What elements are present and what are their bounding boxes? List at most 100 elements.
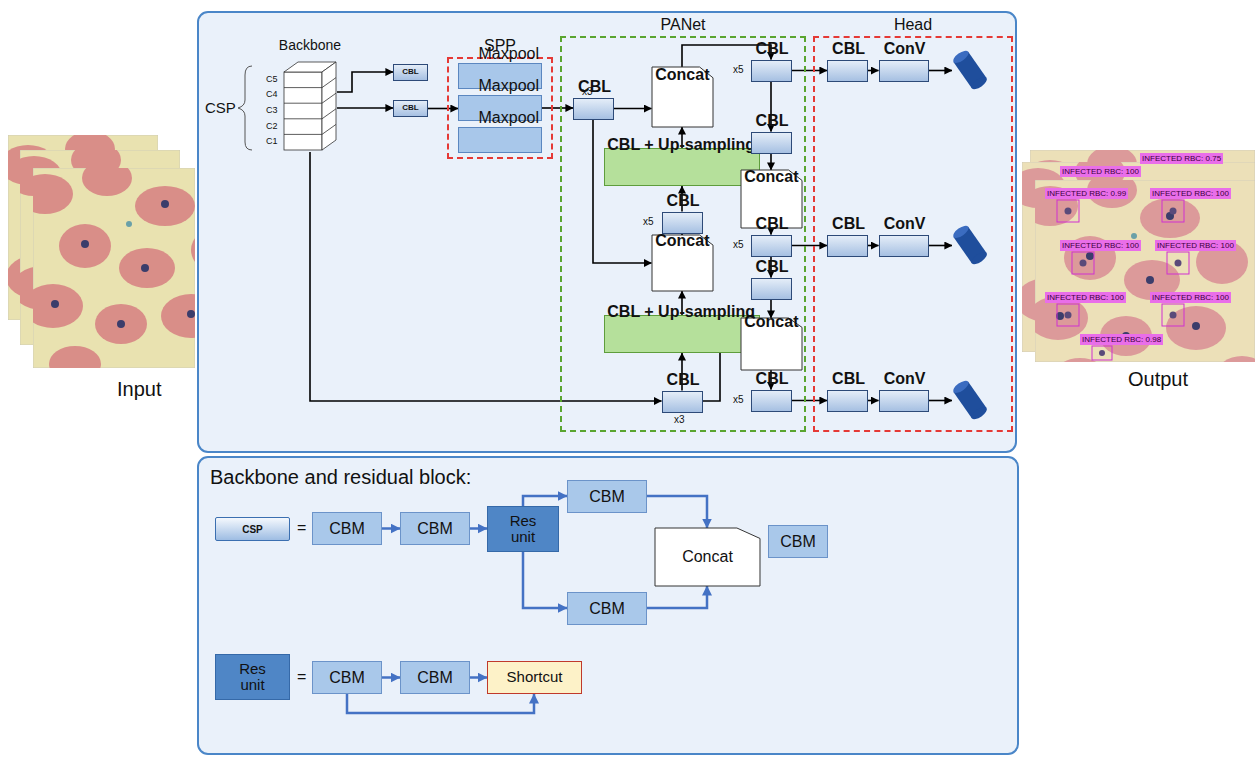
layer-label: C3 [266,106,278,116]
arrow-connector [792,245,828,247]
repeat-count: x3 [674,414,685,425]
node-text: Res unit [239,661,266,694]
layer-label: C2 [266,122,278,132]
node-text: CBL [402,104,418,113]
cbm-block: CBM [567,480,647,513]
cbm-block: CBM [567,592,647,625]
csp-bracket [238,66,252,150]
cbm-block: CBM [312,512,382,545]
detection-label: INFECTED RBC: 0.98 [1080,334,1163,345]
conv-block: ConV [879,390,929,412]
detection-label: INFECTED RBC: 100 [1060,240,1141,251]
arrow-connector [347,694,534,713]
detection-label: INFECTED RBC: 100 [1150,292,1231,303]
repeat-count: x5 [733,64,744,75]
bottom-panel [198,457,1018,754]
res-unit-block: Res unit [215,654,290,700]
equals-sign: = [297,668,306,686]
blood-cells [33,168,195,368]
cbm-block: CBM [400,661,470,694]
head-region: HeadCBLConVCBLConVCBLConV [813,36,1013,432]
detection-label: INFECTED RBC: 0.99 [1045,188,1128,199]
detection-label: INFECTED RBC: 100 [1150,188,1231,199]
concat-block: Concat [741,318,802,370]
repeat-count: x5 [733,239,744,250]
concat-block: Concat [652,235,713,291]
detection-label: INFECTED RBC: 100 [1045,292,1126,303]
arrow-connector [792,400,828,402]
node-text: CBM [589,488,625,506]
node-text: Concat [744,313,798,331]
arrow-connector [523,552,567,608]
node-text: Concat [655,232,709,250]
res-unit-block: Res unit [487,506,559,552]
node-text: CBL [756,215,789,233]
parasite-dots [1065,208,1182,357]
arrow-connector [337,72,393,92]
node-text: Concat [655,66,709,84]
arrow-connector [428,108,458,110]
cbl-block: CBL [393,64,428,81]
node-text: ConV [884,40,926,58]
arrow-connector [310,152,662,401]
node-text: CBL [832,370,865,388]
cbl-block: CBL [827,235,868,257]
cbl-block: CBL [751,235,792,257]
node-text: Maxpool [479,77,539,95]
arrow-connector [647,586,707,608]
cbm-block: CBM [400,512,470,545]
node-text: PANet [660,16,705,34]
repeat-count: x5 [643,216,654,227]
node-text: CBL + Up-sampling [607,136,755,154]
node-text: CBM [329,669,365,687]
node-text: Concat [682,548,733,566]
concat-block: Concat [655,528,760,586]
cbl-block: CBL [662,212,703,234]
arrow-connector [868,400,879,402]
cbl-block: CBL [662,391,703,413]
output-arrows [928,71,952,401]
bracket-label: CSP [205,100,236,117]
node-text: CBL [756,258,789,276]
node-text: Head [894,16,932,34]
node-text: CBL [667,192,700,210]
node-text: CBL + Up-sampling [607,303,755,321]
arrow-connector [523,496,567,506]
repeat-count: x5 [733,394,744,405]
node-text: CBM [417,669,453,687]
node-text: CBL [756,370,789,388]
arrow-connector [647,496,707,528]
node-text: ConV [884,370,926,388]
node-text: Backbone [279,38,341,53]
detection-label: INFECTED RBC: 0.75 [1140,153,1223,164]
cbl-block: CBL [827,390,868,412]
layer-label: C5 [266,75,278,85]
image-caption: Output [1128,368,1188,390]
node-text: CBL [832,40,865,58]
panet-region: PANetCBLConcatCBL + Up-samplingCBLConcat… [560,36,806,432]
node-text: ConV [884,215,926,233]
cbl-block: CBL [393,100,428,117]
concat-block: Concat [652,67,713,127]
arrow-connector [770,154,772,171]
arrow-connector [792,70,828,72]
arrow-connector [542,107,573,109]
arrow-connector [337,107,393,109]
arrow-connector [868,245,879,247]
node-text: Shortcut [507,669,563,686]
arrow-connector [382,527,400,530]
top-panel [198,12,1016,452]
detection-boxes [1057,200,1189,360]
cbl-block: CBL [751,390,792,412]
cbl-block: CBL [827,60,868,82]
detection-label: INFECTED RBC: 100 [1060,166,1141,177]
node-text: CBL [756,40,789,58]
input-images [0,131,263,384]
conv-block: ConV [879,235,929,257]
cbl-block: CBL [751,278,792,300]
cbl-block: CBL [751,132,792,154]
